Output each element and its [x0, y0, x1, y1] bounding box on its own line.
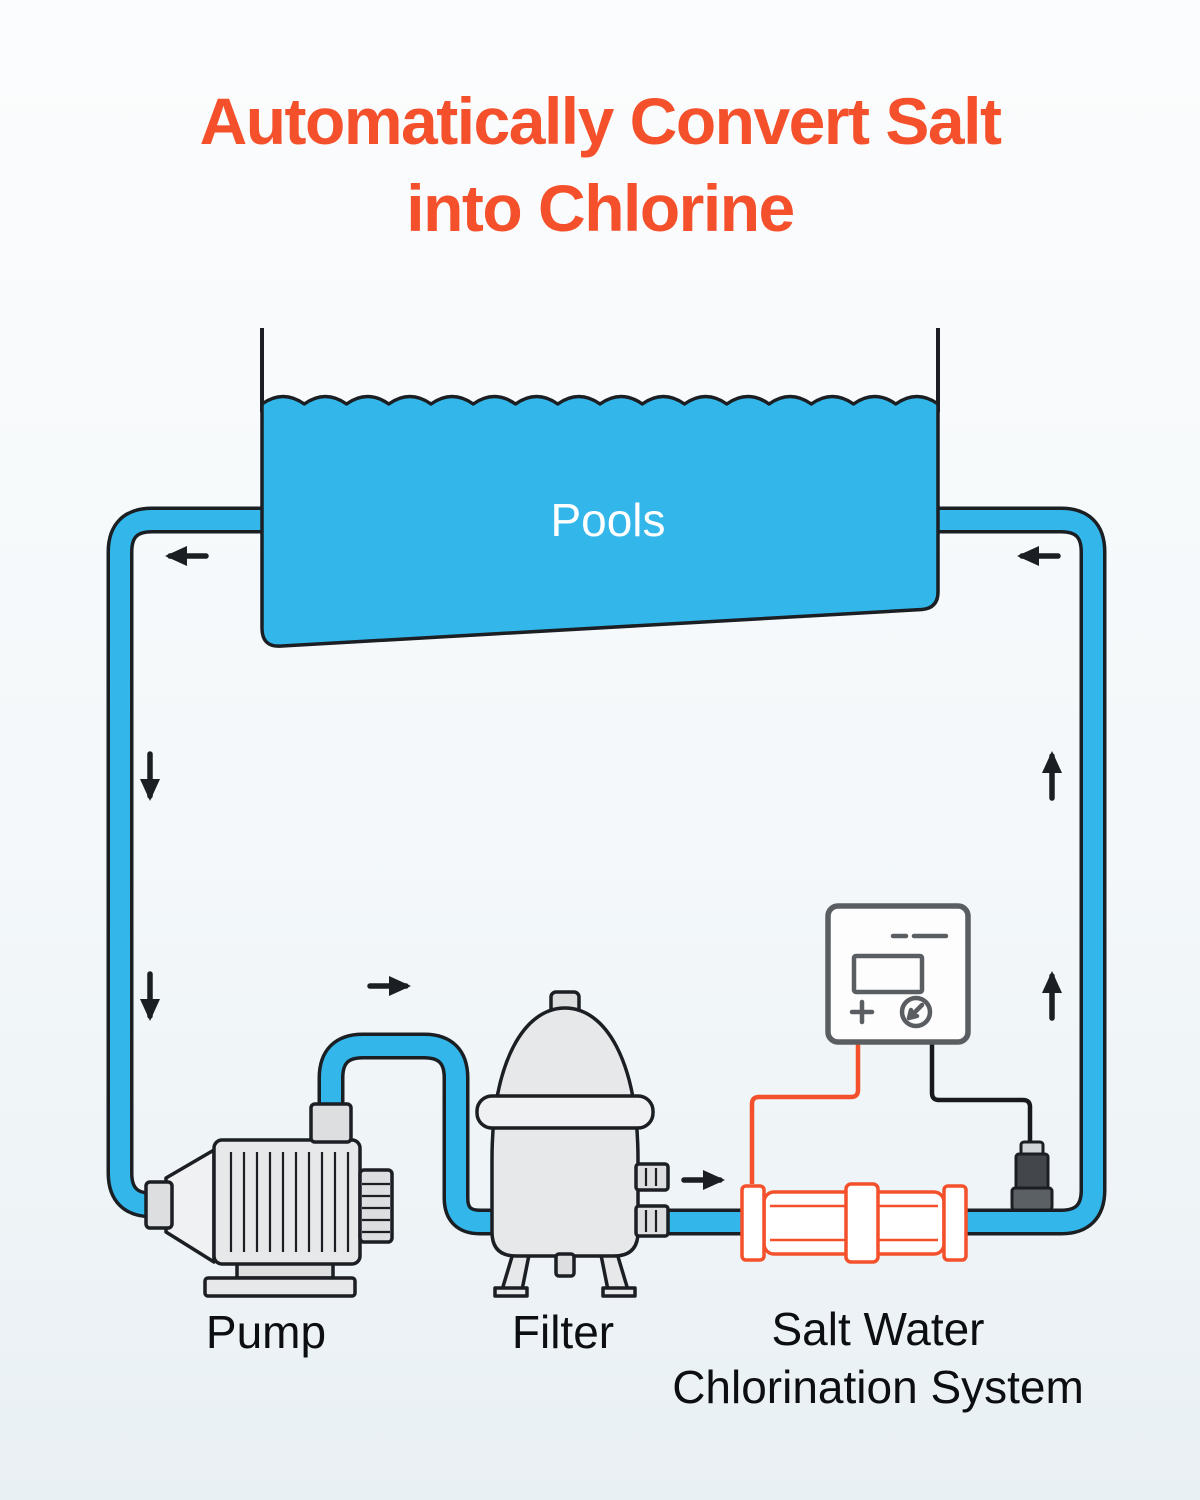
pipe-left-segment-water [110, 510, 262, 1215]
filter-icon [475, 990, 670, 1298]
control-box-dial [899, 995, 933, 1029]
pipe-cell-to-pool-water [938, 510, 1103, 1232]
chlorinator-label-line1: Salt Water [771, 1303, 984, 1355]
cell-flange-left [740, 1184, 766, 1262]
pool-label: Pools [550, 494, 665, 546]
filter-drain-stub [554, 1252, 576, 1278]
cell-flange-right [942, 1184, 968, 1262]
flow-sensor-icon [1010, 1140, 1054, 1212]
pump-end-cap [358, 1168, 394, 1244]
pipe-left-segment [106, 506, 262, 1219]
chlorinator-cell-icon [740, 1182, 968, 1264]
chlorinator-label-line2: Chlorination System [672, 1361, 1084, 1413]
control-wire-orange [749, 1040, 861, 1184]
filter-tank-body [490, 1006, 640, 1258]
control-box-housing [825, 903, 971, 1045]
pool-water [260, 394, 940, 648]
control-box-display [851, 953, 925, 995]
cell-union-ring [844, 1182, 880, 1264]
pump-outlet-fitting [309, 1102, 353, 1144]
pipe-pump-to-filter-water [321, 1036, 505, 1232]
filter-port-upper [634, 1162, 670, 1192]
control-wire-black [929, 1040, 1033, 1146]
page-title-line1: Automatically Convert Salt [199, 84, 1002, 158]
flow-sensor-collar [1010, 1186, 1054, 1212]
pump-end-cap-fins [362, 1182, 390, 1234]
pump-motor-body [212, 1138, 362, 1266]
filter-foot-right [601, 1286, 637, 1298]
pump-motor-ribs [229, 1152, 350, 1252]
pipe-cell-to-pool [938, 506, 1107, 1236]
filter-label: Filter [512, 1306, 614, 1358]
control-box-icon [825, 903, 971, 1045]
page-title: Automatically Convert Salt into Chlorine [0, 78, 1200, 252]
pump-inlet-fitting [144, 1180, 174, 1230]
filter-foot-left [493, 1286, 529, 1298]
control-box-dial-pointer [906, 1002, 925, 1021]
pump-icon [144, 1102, 394, 1298]
flow-sensor-body [1014, 1152, 1050, 1192]
control-box-plus [849, 999, 875, 1025]
filter-port-facets [644, 1168, 658, 1232]
pool: Pools [260, 328, 940, 648]
pump-base-plate [203, 1276, 357, 1298]
filter-port-lower [634, 1204, 670, 1238]
page-title-line2: into Chlorine [406, 171, 795, 246]
filter-clamp-band [475, 1094, 655, 1130]
pump-label: Pump [206, 1306, 326, 1358]
flow-arrows [140, 546, 1062, 1190]
